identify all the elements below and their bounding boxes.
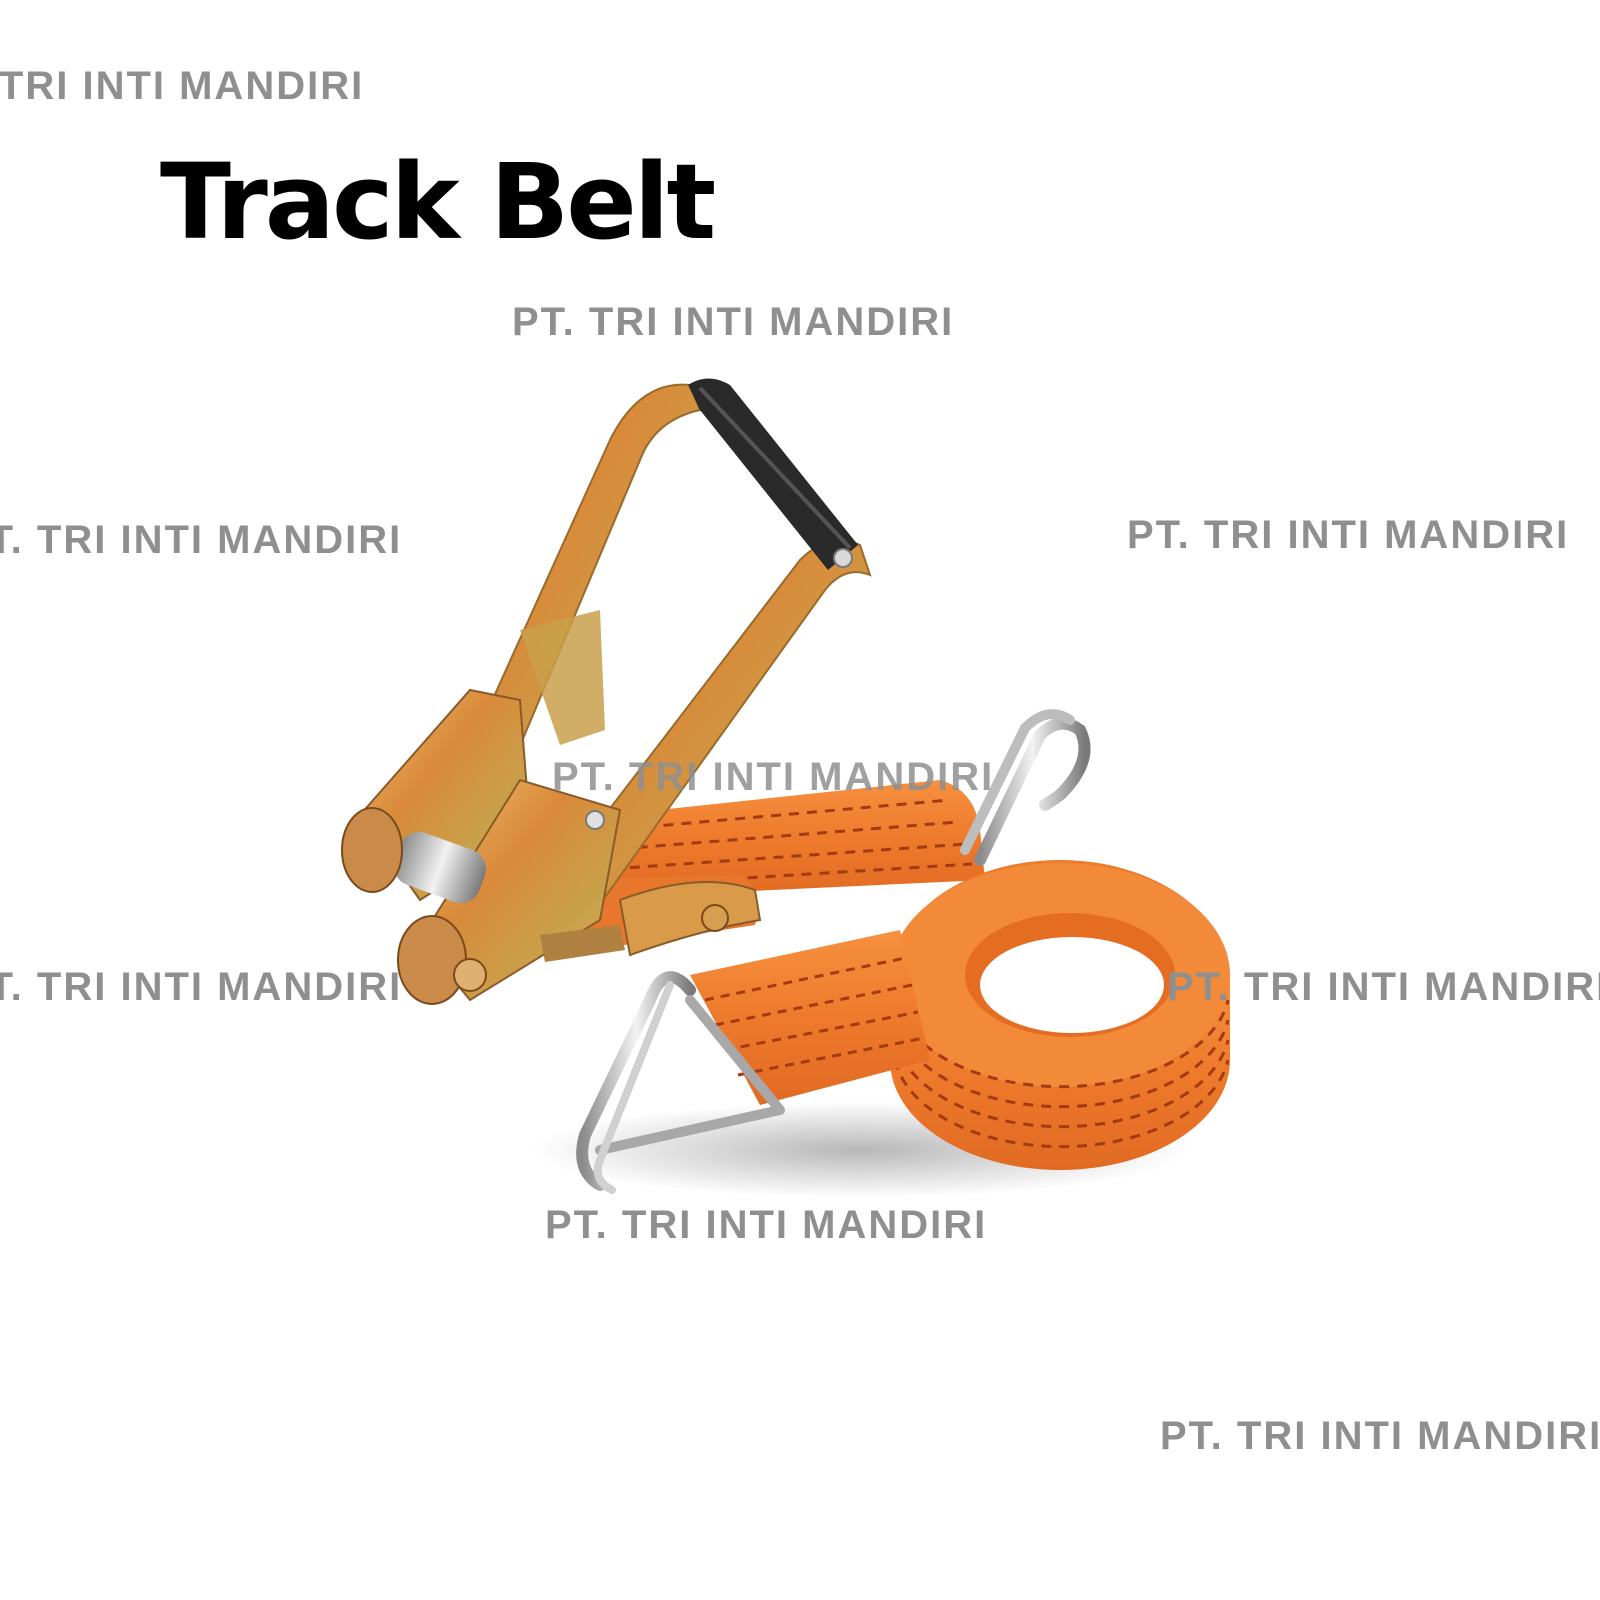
watermark-text: PT. TRI INTI MANDIRI [512,300,955,344]
ratchet-gear-right [397,915,467,1005]
j-hook-lower-loop [595,995,785,1155]
watermark-text: PT. TRI INTI MANDIRI [0,965,403,1009]
ratchet-release-lever [540,925,625,962]
handle-rivet [833,548,853,568]
ratchet-handle-plate [520,610,605,745]
ratchet-bottom-plate [618,881,762,957]
strap-coil-hole-inner [980,937,1164,1033]
j-hook-lower-second [593,981,674,1194]
ratchet-body-plate-front [418,778,622,1002]
ratchet-pivot-rivet [585,810,605,830]
j-hook-upper-second [960,709,1075,855]
j-hook-lower [576,971,696,1191]
strap-lower-band [690,930,930,1105]
ratchet-bottom-bolt [701,904,729,932]
ratchet-handle-grip-highlight [698,386,852,550]
watermark-text: PT. TRI INTI MANDIRI [1160,1414,1600,1458]
ratchet-gear-left [341,807,403,893]
watermark-text: PT. TRI INTI MANDIRI [0,64,365,108]
watermark-text: PT. TRI INTI MANDIRI [545,1203,988,1247]
watermark-text: PT. TRI INTI MANDIRI [0,518,403,562]
strap-lower-stitching [704,956,925,1077]
ratchet-spindle [393,831,486,904]
watermark-text: PT. TRI INTI MANDIRI [552,755,995,799]
strap-coil-stitching [893,999,1230,1149]
ratchet-handle-grip [688,378,858,570]
page-title: Track Belt [160,141,716,263]
watermark-text: PT. TRI INTI MANDIRI [1127,513,1570,557]
watermark-text: PT. TRI INTI MANDIRI [1167,965,1600,1009]
j-hook-upper [974,717,1091,866]
ratchet-bolt [453,958,487,992]
